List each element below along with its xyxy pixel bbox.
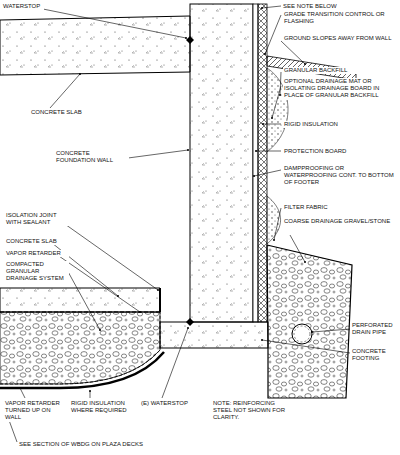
callout-label: DAMPPROOFING OR WATERPROOFING CONT. TO B…	[283, 165, 397, 187]
callout-label: GROUND SLOPES AWAY FROM WALL	[283, 35, 397, 42]
callout-label: FILTER FABRIC	[283, 204, 397, 211]
callout-label: CONCRETE SLAB	[30, 109, 92, 116]
callout-label: RIGID INSULATION WHERE REQUIRED	[70, 400, 134, 414]
callout-label: CONCRETE SLAB	[5, 238, 69, 245]
callout-label: SEE NOTE BELOW	[282, 3, 399, 10]
callout-label: NOTE: REINFORCING STEEL NOT SHOWN FOR CL…	[212, 400, 294, 422]
callout-label: CONCRETE FOOTING	[351, 348, 399, 362]
callout-label: SEE SECTION OF WBDG ON PLAZA DECKS	[18, 441, 220, 448]
callout-label: COMPACTED GRANULAR DRAINAGE SYSTEM	[5, 261, 69, 283]
callout-label: ISOLATION JOINT WITH SEALANT	[5, 212, 69, 226]
callout-label: OPTIONAL DRAINAGE MAT OR ISOLATING DRAIN…	[283, 78, 397, 100]
callout-label: VAPOR RETARDER TURNED UP ON WALL	[4, 400, 68, 422]
callout-label: COARSE DRAINAGE GRAVEL/STONE	[283, 218, 397, 225]
callout-label: PERFORATED DRAIN PIPE	[351, 322, 399, 336]
callout-label: GRANULAR BACKFILL	[283, 67, 397, 74]
callout-label: RIGID INSULATION	[283, 121, 397, 128]
callout-label: PROTECTION BOARD	[283, 148, 397, 155]
callout-label: GRADE TRANSITION CONTROL OR FLASHING	[283, 11, 397, 25]
callout-label: CONCRETE FOUNDATION WALL	[55, 150, 129, 164]
callout-label: (E) WATERSTOP	[140, 400, 202, 407]
callout-label: VAPOR RETARDER	[5, 250, 69, 257]
callout-label: WATERSTOP	[2, 3, 44, 10]
